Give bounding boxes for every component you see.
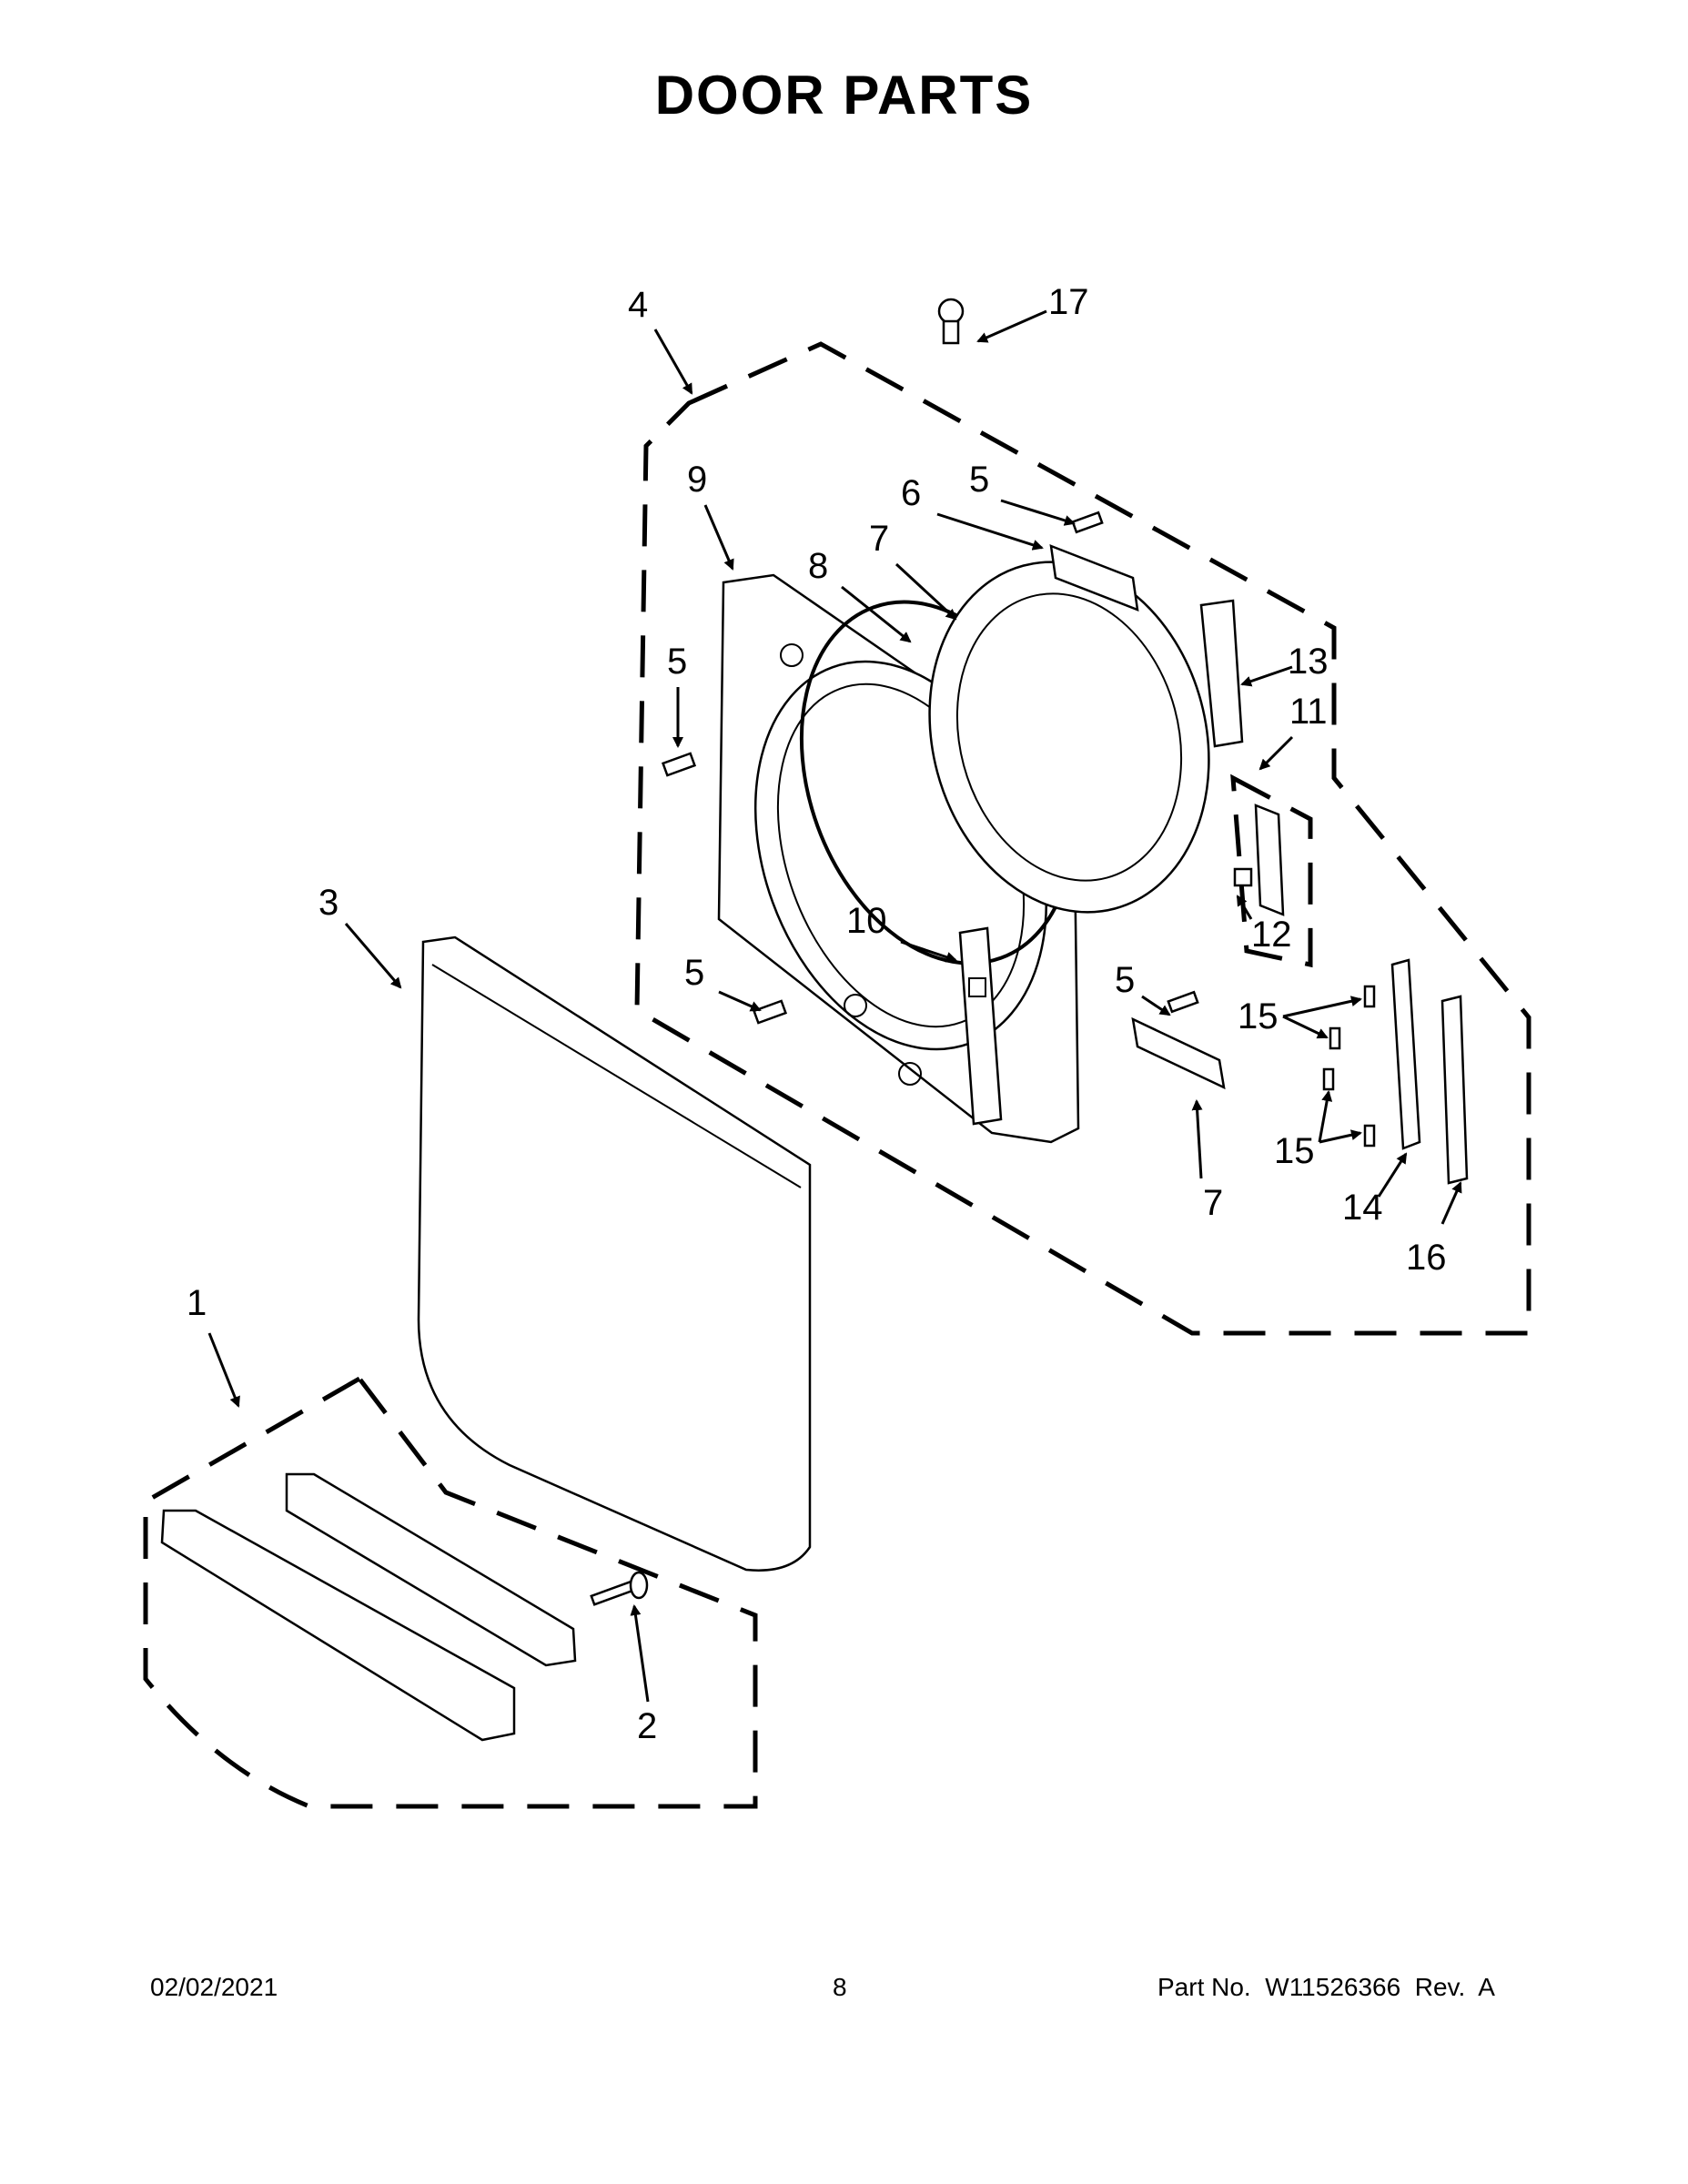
callout-5-left: 5	[667, 642, 687, 682]
callout-17: 17	[1048, 282, 1089, 322]
hinge-plate-lower-part-7	[1131, 1016, 1226, 1090]
footer-page-number: 8	[833, 1973, 847, 2001]
callout-6: 6	[901, 473, 921, 513]
callout-14: 14	[1342, 1188, 1383, 1228]
handle-assembly-dashed-boundary	[143, 1375, 758, 1809]
hinge-pins-part-15	[1322, 985, 1376, 1148]
callout-1: 1	[187, 1283, 207, 1323]
callout-13: 13	[1288, 642, 1329, 682]
callout-5-right: 5	[1115, 960, 1135, 1000]
footer-date: 02/02/2021	[150, 1973, 278, 2001]
callout-11: 11	[1289, 692, 1328, 732]
callout-8: 8	[808, 546, 828, 586]
callout-15-bottom: 15	[1274, 1131, 1315, 1171]
door-assembly-dashed-boundary	[634, 341, 1531, 1336]
handle-pin-part-2	[590, 1571, 649, 1606]
callout-16: 16	[1406, 1238, 1447, 1278]
callout-4: 4	[628, 285, 648, 325]
callout-7-bottom: 7	[1203, 1183, 1223, 1223]
callout-7-top: 7	[869, 519, 889, 559]
outer-door-panel-part-3	[417, 935, 812, 1572]
door-handle-part-1	[160, 1472, 577, 1742]
callout-5-top: 5	[969, 460, 989, 500]
hinge-cover-part-13	[1199, 599, 1244, 748]
footer-part-number: Part No. W11526366 Rev. A	[1157, 1973, 1495, 2001]
door-latch-part-10	[958, 926, 1003, 1126]
hinge-plate-part-6	[1049, 544, 1139, 612]
callout-5-bottom: 5	[684, 953, 704, 993]
hinge-backing-plate-part-16	[1440, 995, 1469, 1185]
hinge-part-11	[1233, 804, 1285, 916]
callout-3: 3	[318, 883, 339, 923]
screw-part-5	[661, 511, 1199, 1025]
hinge-bracket-part-14	[1390, 958, 1421, 1150]
page-title: DOOR PARTS	[654, 65, 1034, 126]
door-window-part-7	[928, 561, 1210, 914]
callout-12: 12	[1251, 915, 1292, 955]
callout-9: 9	[687, 460, 707, 500]
callout-labels: 4 17 9 5 6 7 8 5 13 11 10 12 5 5 15 15 7…	[187, 282, 1447, 1746]
callout-15-top: 15	[1238, 996, 1279, 1036]
plug-part-17	[937, 298, 965, 345]
callout-10: 10	[846, 901, 887, 941]
hinge-kit-dashed-boundary	[1230, 774, 1313, 968]
callout-2: 2	[637, 1706, 657, 1746]
leader-arrows	[207, 309, 1462, 1703]
